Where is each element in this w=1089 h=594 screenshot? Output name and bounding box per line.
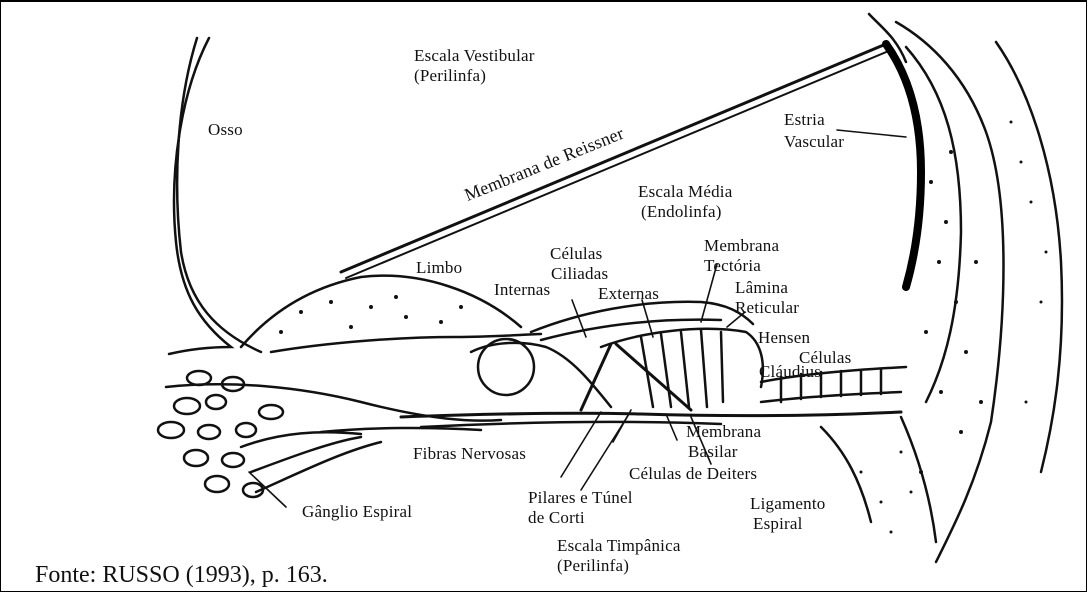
stria-vascularis: [886, 44, 921, 287]
label-celulas-deiters: Células de Deiters: [629, 464, 757, 483]
label-ganglio-espiral: Gânglio Espiral: [302, 502, 412, 521]
label-ligamento-1: Ligamento: [750, 494, 825, 513]
label-escala-media: Escala Média: [638, 182, 732, 201]
lateral-wall-top: [869, 14, 906, 62]
label-limbo: Limbo: [416, 258, 462, 277]
outer-bone-curve: [996, 42, 1062, 472]
label-membrana-tectoria-1: Membrana: [704, 236, 779, 255]
label-celulas-ciliadas-2: Ciliadas: [551, 264, 608, 283]
basilar-membrane: [401, 412, 901, 417]
source-caption: Fonte: RUSSO (1993), p. 163.: [35, 562, 328, 589]
label-pilares-2: de Corti: [528, 508, 585, 527]
label-claudius: Cláudius: [759, 362, 821, 381]
label-perilinfa-bottom: (Perilinfa): [557, 556, 629, 575]
label-fibras-nervosas: Fibras Nervosas: [413, 444, 526, 463]
label-externas: Externas: [598, 284, 659, 303]
label-lamina: Lâmina: [735, 278, 788, 297]
tectorial-membrane: [531, 302, 753, 332]
pillars-of-corti: [581, 344, 691, 410]
label-internas: Internas: [494, 280, 550, 299]
label-osso: Osso: [208, 120, 243, 139]
label-estria: Estria: [784, 110, 825, 129]
label-pilares-1: Pilares e Túnel: [528, 488, 633, 507]
label-endolinfa: (Endolinfa): [641, 202, 722, 221]
ganglion-cells: [158, 371, 283, 497]
label-perilinfa-top: (Perilinfa): [414, 66, 486, 85]
label-hensen: Hensen: [758, 328, 810, 347]
label-vascular: Vascular: [784, 132, 844, 151]
label-reticular: Reticular: [735, 298, 799, 317]
label-escala-timpanica: Escala Timpânica: [557, 536, 681, 555]
nerve-fibers: [251, 437, 381, 492]
label-celulas-ciliadas-1: Células: [550, 244, 602, 263]
label-membrana-basilar-2: Basilar: [688, 442, 738, 461]
label-membrana-basilar-1: Membrana: [686, 422, 761, 441]
label-ligamento-2: Espiral: [753, 514, 803, 533]
organ-of-corti: [471, 343, 611, 407]
label-membrana-tectoria-2: Tectória: [704, 256, 761, 275]
label-escala-vestibular: Escala Vestibular: [414, 46, 535, 65]
spiral-ligament: [821, 427, 871, 522]
